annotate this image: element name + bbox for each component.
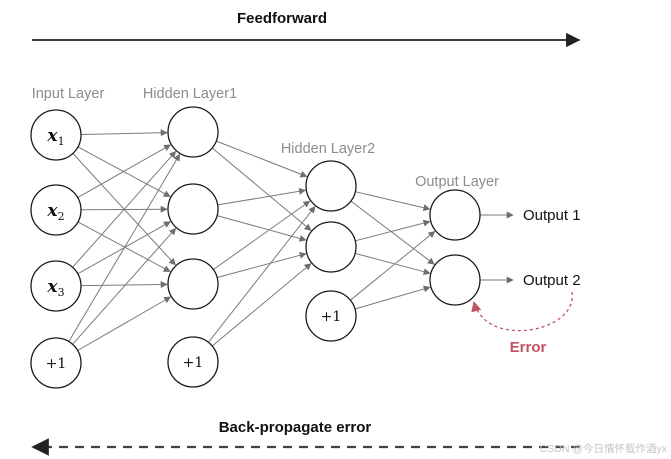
connection-edge-20 xyxy=(355,191,431,212)
watermark-text: CSDN @今日情怀载作酒yx xyxy=(540,442,668,455)
svg-text:x1: x1 xyxy=(46,126,64,148)
feedforward-label: Feedforward xyxy=(237,10,327,27)
connection-edge-19 xyxy=(211,263,312,347)
connection-edge-11 xyxy=(77,296,172,351)
output-node-2 xyxy=(429,254,481,306)
connection-edge-23 xyxy=(355,252,431,276)
hidden1-node-3 xyxy=(167,258,219,310)
connection-edge-10 xyxy=(72,227,177,345)
input-bias-node: +1 xyxy=(30,337,82,389)
output2-label: Output 2 xyxy=(523,272,581,289)
connection-edge-14 xyxy=(217,187,307,206)
hidden2-node-1 xyxy=(305,160,357,212)
connection-edge-5 xyxy=(77,221,171,273)
input-node-x1-var: x xyxy=(46,126,58,146)
input-node-x3-sub: 3 xyxy=(58,286,65,299)
input-node-x3: x3 xyxy=(30,260,82,312)
connection-edge-9 xyxy=(68,153,181,342)
connection-edge-12 xyxy=(216,140,308,178)
output1-label: Output 1 xyxy=(523,207,581,224)
hidden1-bias-label: +1 xyxy=(183,355,204,371)
connection-edge-3 xyxy=(77,144,172,199)
connection-edge-13 xyxy=(211,147,312,231)
hidden-layer2-label: Hidden Layer2 xyxy=(281,141,375,157)
connection-edge-18 xyxy=(208,205,316,343)
input-node-x2-sub: 2 xyxy=(58,210,65,223)
connection-edge-21 xyxy=(350,200,435,265)
connection-edge-25 xyxy=(354,285,431,310)
connection-edge-16 xyxy=(213,200,311,270)
error-label: Error xyxy=(510,339,547,356)
input-node-x2: x2 xyxy=(30,184,82,236)
output-layer-label: Output Layer xyxy=(415,174,499,190)
connection-edges xyxy=(68,129,436,351)
connection-edge-15 xyxy=(216,215,307,242)
input-node-x1-sub: 1 xyxy=(58,135,65,148)
hidden-layer1-label: Hidden Layer1 xyxy=(143,86,237,102)
connection-edge-8 xyxy=(80,280,168,288)
input-node-x1: x1 xyxy=(30,109,82,161)
error-feedback-arrow xyxy=(471,291,573,332)
input-bias-label: +1 xyxy=(46,356,67,372)
hidden2-bias-node: +1 xyxy=(305,290,357,342)
hidden1-node-1 xyxy=(167,106,219,158)
svg-text:x2: x2 xyxy=(46,201,64,223)
hidden2-node-2 xyxy=(305,221,357,273)
input-node-x2-var: x xyxy=(46,201,58,221)
connection-edge-17 xyxy=(216,251,307,278)
hidden1-bias-node: +1 xyxy=(167,336,219,388)
hidden2-bias-label: +1 xyxy=(321,309,342,325)
connection-edge-0 xyxy=(80,129,168,137)
input-layer-label: Input Layer xyxy=(32,86,105,102)
hidden1-node-2 xyxy=(167,183,219,235)
output-node-1 xyxy=(429,189,481,241)
connection-edge-24 xyxy=(350,230,436,301)
connection-edge-6 xyxy=(72,150,177,268)
connection-edge-22 xyxy=(355,219,431,242)
input-node-x3-var: x xyxy=(46,277,58,297)
backprop-label: Back-propagate error xyxy=(219,419,372,436)
svg-text:x3: x3 xyxy=(46,277,64,299)
